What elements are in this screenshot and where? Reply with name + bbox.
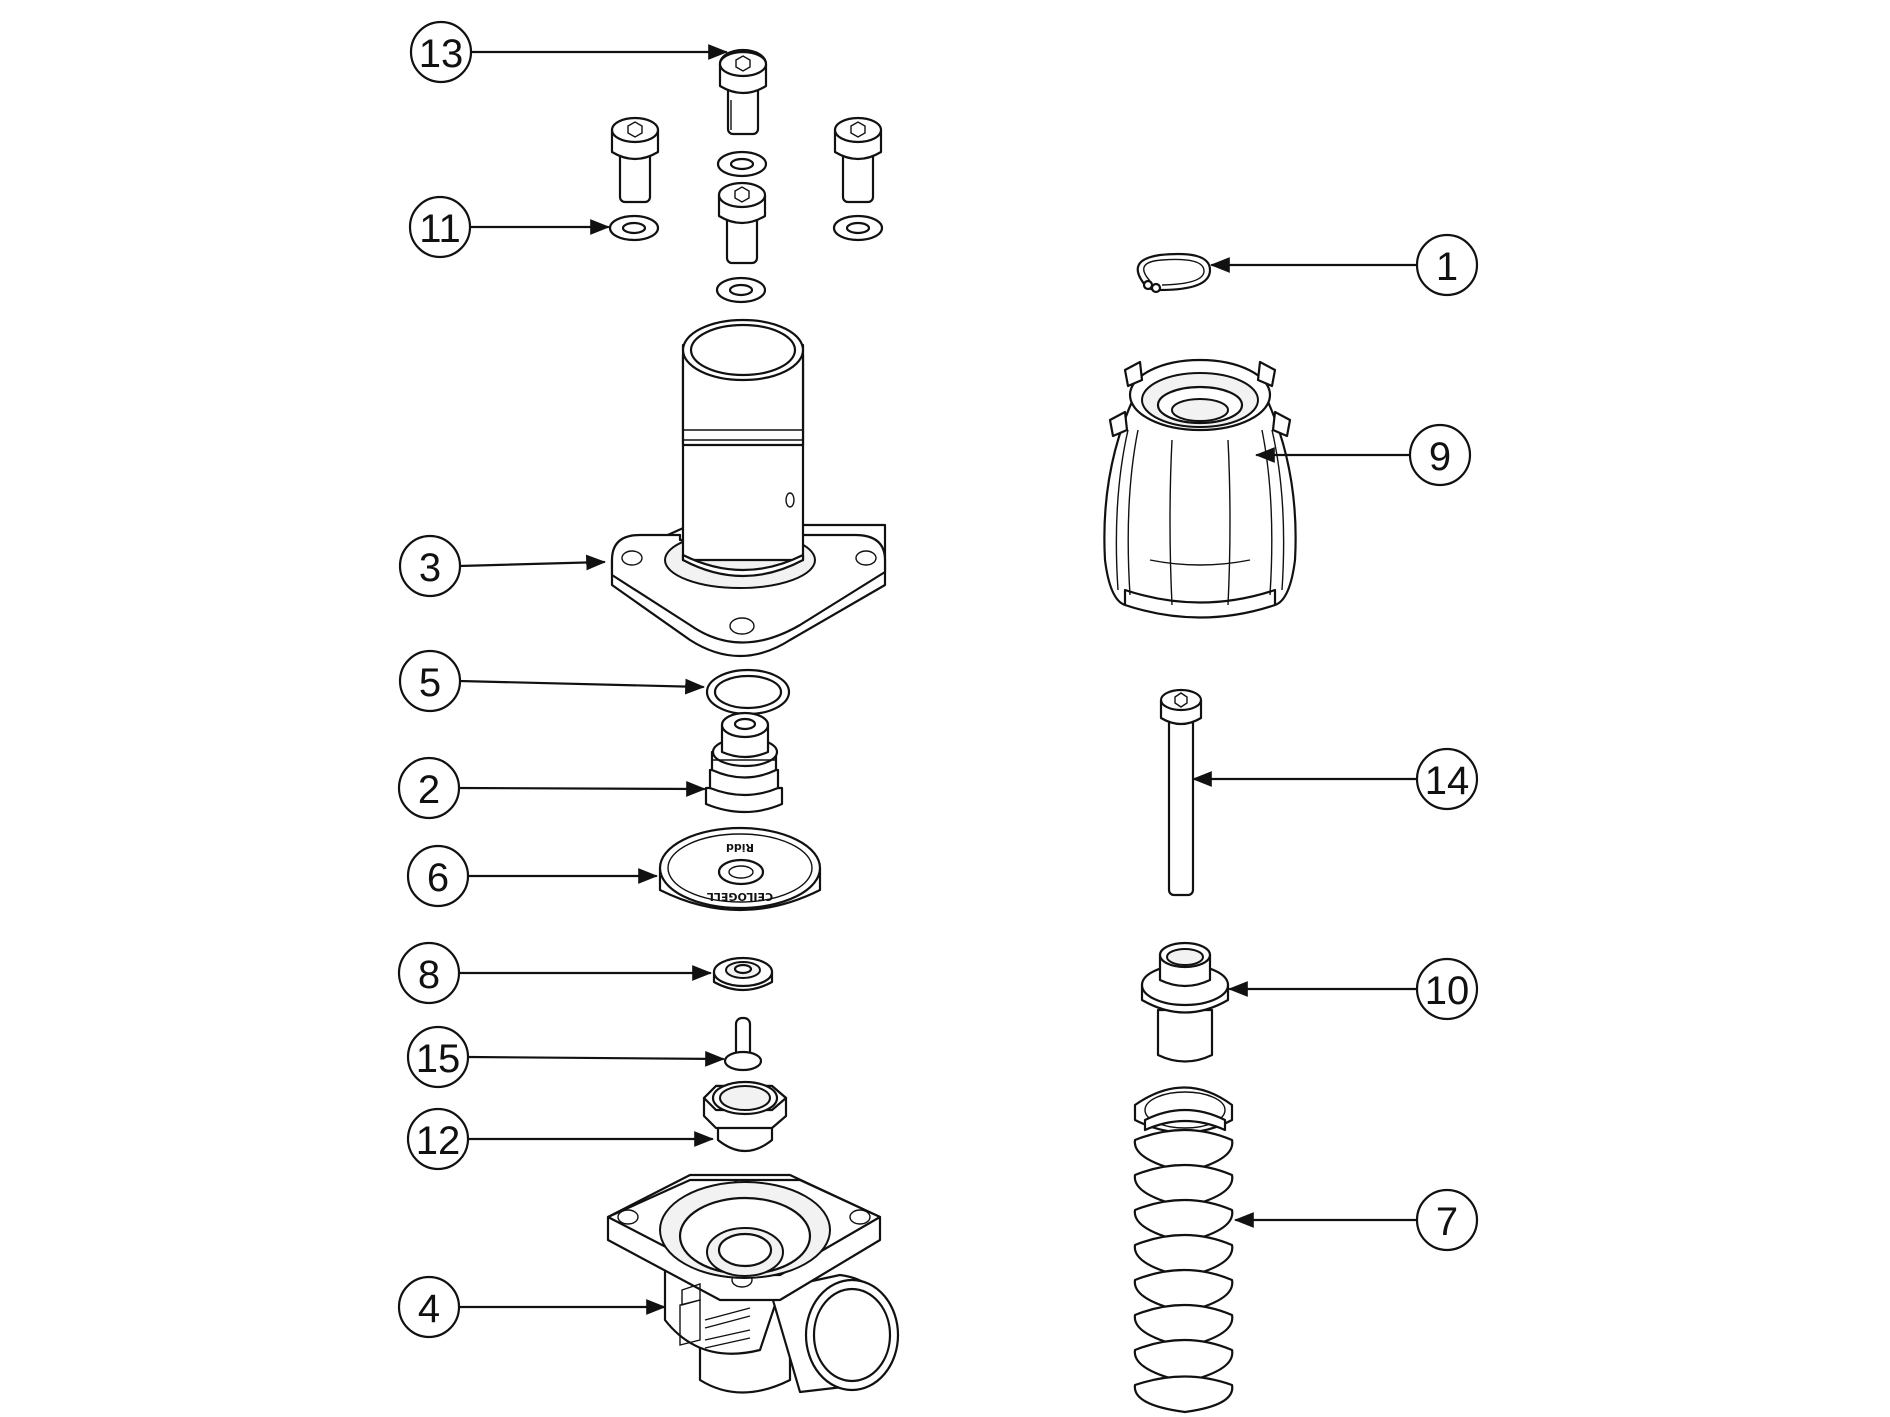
callout-13: 13 <box>409 20 473 84</box>
callout-9: 9 <box>1408 423 1472 487</box>
callout-12: 12 <box>406 1107 470 1171</box>
callout-8: 8 <box>397 941 461 1005</box>
callout-label: 3 <box>419 546 441 590</box>
callout-label: 2 <box>418 768 440 812</box>
diaphragm-marking-bottom: CEILOGELL <box>707 890 773 903</box>
callout-label: 7 <box>1436 1200 1458 1244</box>
part-1-circlip <box>1136 252 1212 294</box>
callout-6: 6 <box>406 844 470 908</box>
part-7-coil-spring <box>1133 1086 1234 1414</box>
part-13-cap-screw-mid <box>717 181 767 265</box>
callout-label: 13 <box>419 32 464 76</box>
callout-label: 10 <box>1425 969 1470 1013</box>
callout-label: 12 <box>416 1119 461 1163</box>
part-5-o-ring <box>705 668 791 716</box>
callout-5: 5 <box>398 649 462 713</box>
part-11-washer-left <box>608 214 660 242</box>
callout-label: 8 <box>418 953 440 997</box>
part-11-cap-screw-left <box>610 116 660 204</box>
part-14-long-screw <box>1159 688 1203 897</box>
callout-label: 9 <box>1429 435 1451 479</box>
part-13-washer-mid <box>715 276 767 304</box>
callout-label: 5 <box>419 661 441 705</box>
part-9-knob-cap <box>1103 358 1297 619</box>
part-15-pin <box>723 1016 763 1072</box>
leader-2 <box>457 781 706 797</box>
part-8-seat-disc <box>712 956 774 992</box>
callout-15: 15 <box>406 1025 470 1089</box>
callout-label: 4 <box>418 1287 440 1331</box>
part-13-washer-top <box>716 150 768 178</box>
callout-14: 14 <box>1415 747 1479 811</box>
part-12-hex-nut <box>702 1080 788 1152</box>
part-10-spring-guide <box>1140 941 1230 1063</box>
leader-lines <box>457 44 1419 1315</box>
leader-3 <box>457 554 606 571</box>
callout-2: 2 <box>397 756 461 820</box>
callout-11: 11 <box>408 195 472 259</box>
callout-label: 11 <box>419 207 461 251</box>
part-11-cap-screw-right <box>833 116 883 204</box>
part-2-valve-insert <box>704 711 784 814</box>
callout-1: 1 <box>1415 233 1479 297</box>
callout-label: 1 <box>1436 245 1458 289</box>
callout-label: 14 <box>1425 759 1470 803</box>
part-13-cap-screw-top <box>718 48 768 136</box>
part-3-bonnet <box>610 318 887 657</box>
callout-4: 4 <box>397 1275 461 1339</box>
part-11-washer-right <box>832 214 884 242</box>
leader-15 <box>466 1050 725 1067</box>
part-6-diaphragm: Ridd CEILOGELL <box>658 826 822 912</box>
callout-3: 3 <box>398 534 462 598</box>
callout-label: 6 <box>427 856 449 900</box>
callout-label: 15 <box>416 1037 461 1081</box>
part-4-valve-body <box>606 1173 900 1394</box>
diaphragm-marking-top: Ridd <box>726 841 754 854</box>
callout-7: 7 <box>1415 1188 1479 1252</box>
leader-5 <box>457 678 705 695</box>
callout-10: 10 <box>1415 957 1479 1021</box>
